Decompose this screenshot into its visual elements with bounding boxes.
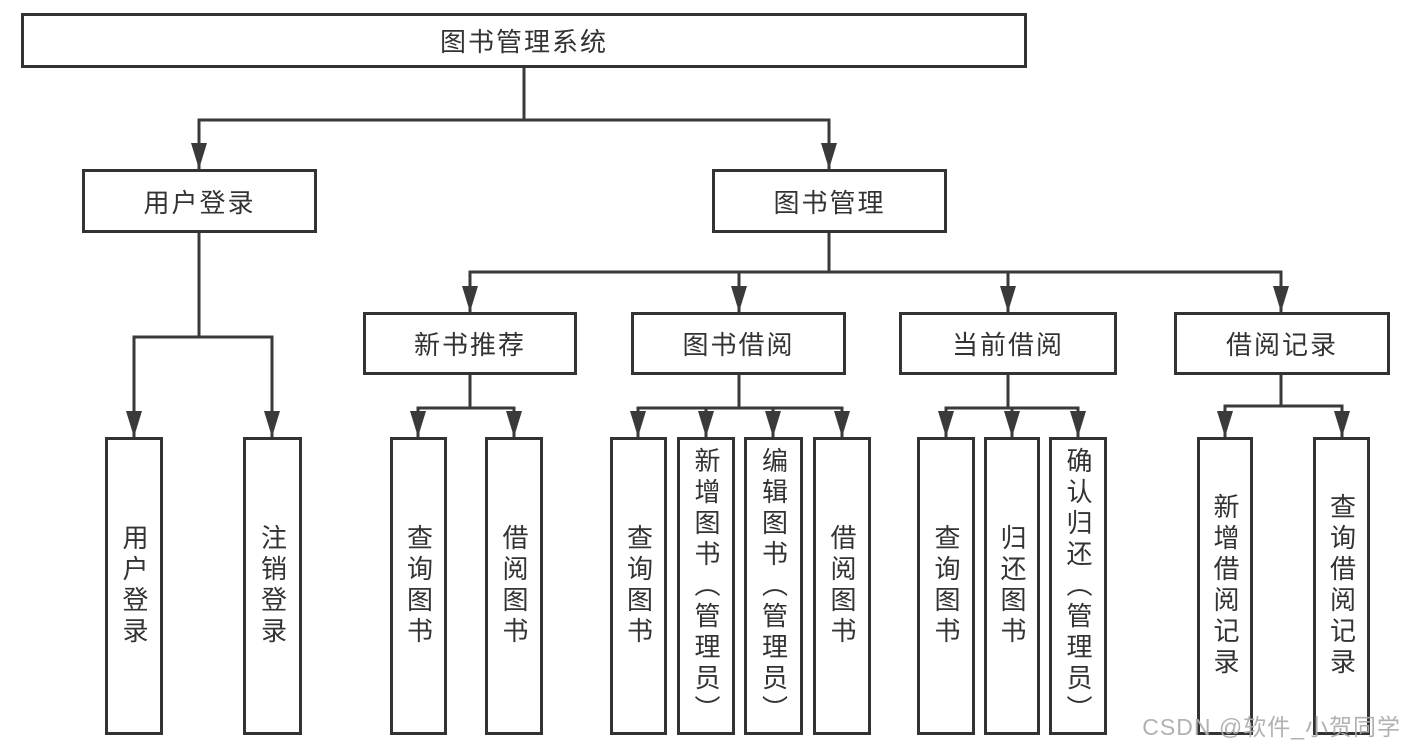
node-label: 当前借阅 (951, 330, 1064, 360)
node-label: 查询图书 (403, 524, 434, 648)
node-label: 借阅图书 (499, 524, 529, 648)
node-new-book-recommendation: 新书推荐 (363, 312, 577, 375)
node-label: 借阅图书 (827, 524, 857, 648)
node-label: 注销登录 (257, 524, 288, 648)
leaf-edit-books-admin: 编辑图书（管理员） (744, 437, 803, 735)
node-label: 确认归还（管理员） (1063, 446, 1093, 726)
node-label: 查询图书 (623, 524, 654, 648)
leaf-add-books-admin: 新增图书（管理员） (677, 437, 735, 735)
leaf-user-login: 用户登录 (105, 437, 163, 735)
node-label: 新增借阅记录 (1210, 493, 1240, 679)
node-label: 图书管理系统 (439, 27, 608, 57)
leaf-borrow-books-recommend: 借阅图书 (485, 437, 543, 735)
node-label: 图书借阅 (682, 330, 795, 360)
leaf-return-books: 归还图书 (984, 437, 1040, 735)
node-label: 查询借阅记录 (1326, 493, 1357, 679)
leaf-logout: 注销登录 (243, 437, 302, 735)
csdn-watermark: CSDN @软件_小贺同学 (1142, 714, 1401, 740)
node-library-management-system: 图书管理系统 (21, 13, 1027, 68)
node-label: 用户登录 (143, 187, 256, 218)
leaf-query-books-borrowing: 查询图书 (610, 437, 667, 735)
node-label: 借阅记录 (1225, 330, 1338, 360)
node-book-borrowing: 图书借阅 (631, 312, 846, 375)
node-user-login: 用户登录 (82, 169, 317, 233)
node-label: 用户登录 (119, 524, 149, 648)
node-label: 查询图书 (931, 524, 961, 648)
leaf-add-borrow-record: 新增借阅记录 (1197, 437, 1253, 735)
node-current-borrowing: 当前借阅 (899, 312, 1117, 375)
leaf-borrow-books: 借阅图书 (813, 437, 871, 735)
node-label: 编辑图书（管理员） (758, 446, 789, 726)
leaf-confirm-return-admin: 确认归还（管理员） (1049, 437, 1107, 735)
node-label: 图书管理 (773, 187, 886, 218)
node-label: 新增图书（管理员） (691, 446, 721, 726)
leaf-query-books-recommend: 查询图书 (390, 437, 447, 735)
node-borrowing-records: 借阅记录 (1174, 312, 1390, 375)
leaf-query-borrow-record: 查询借阅记录 (1313, 437, 1370, 735)
node-label: 归还图书 (997, 524, 1027, 648)
leaf-query-books-current: 查询图书 (917, 437, 975, 735)
node-label: 新书推荐 (413, 330, 526, 360)
node-book-management: 图书管理 (712, 169, 947, 233)
